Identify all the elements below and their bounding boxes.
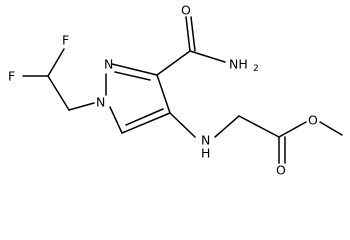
atom-fluorine-left: F: [8, 69, 15, 84]
bond-c4-c5: [121, 112, 171, 134]
atom-amide-nitrogen-h-count: 2: [253, 64, 259, 74]
bond-c-o-ester: [278, 121, 307, 138]
bond-n2-c3: [111, 63, 158, 76]
bond-c-f-top: [47, 48, 65, 77]
structure-diagram: F F N N O NH 2 N H O O: [8, 3, 343, 178]
bond-c5-n1: [109, 106, 123, 134]
atom-amine-nitrogen: N: [201, 133, 210, 148]
atom-amine-hydrogen: H: [201, 146, 210, 161]
bond-n2-c3-double: [114, 71, 151, 81]
bond-c3-amide-c: [156, 50, 191, 76]
atom-ring-nitrogen-2: N: [104, 57, 113, 72]
bond-o-methyl: [319, 121, 343, 136]
bond-c4-nh: [169, 112, 196, 138]
atom-amide-nitrogen: NH: [229, 57, 248, 72]
atom-amide-oxygen: O: [181, 3, 191, 18]
atom-fluorine-top: F: [62, 33, 69, 48]
bond-c3-c4: [156, 74, 171, 114]
bond-amide-c-n: [189, 50, 226, 63]
bond-amide-c-o: [185, 16, 191, 52]
bond-c4-c5-double: [125, 108, 164, 126]
atom-ring-nitrogen-1: N: [96, 95, 105, 110]
bond-chf2-ch2: [47, 75, 70, 111]
bond-ch2-c: [238, 115, 280, 138]
atom-ester-carbonyl-oxygen: O: [276, 163, 286, 178]
bond-amide-c-o-double: [190, 16, 196, 52]
bond-ch2-n1: [68, 102, 95, 111]
atom-ester-oxygen: O: [308, 113, 318, 128]
bond-nh-ch2: [214, 115, 240, 138]
